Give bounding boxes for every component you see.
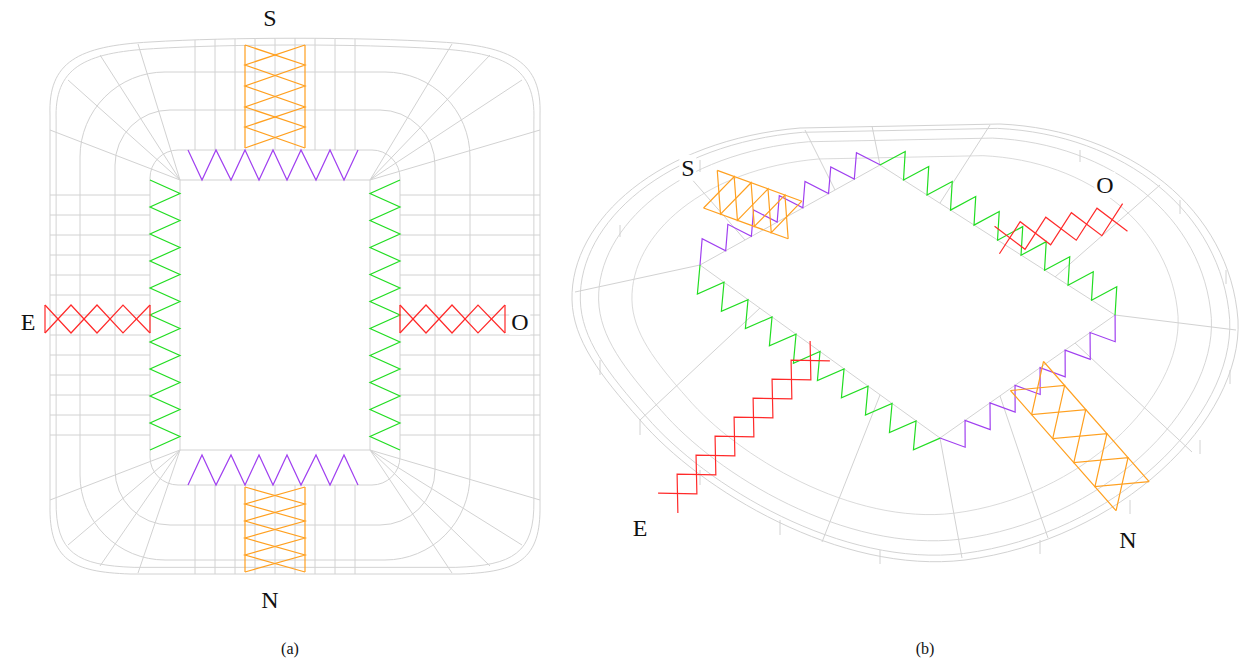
truss-members: [245, 487, 305, 572]
truss-members: [1010, 361, 1149, 510]
direction-label: E: [631, 515, 650, 541]
truss-members: [45, 305, 150, 333]
truss-members: [150, 180, 180, 450]
truss-members: [995, 204, 1128, 254]
truss-members: [245, 487, 305, 572]
truss-members: [658, 341, 830, 513]
roof-grid: [700, 165, 1115, 438]
truss-members: [370, 180, 400, 450]
roof-grid: [150, 150, 400, 485]
direction-label: S: [679, 155, 696, 181]
roof-grid: [575, 125, 1236, 558]
truss-members: [45, 305, 150, 333]
truss-members: [245, 45, 305, 148]
truss-members: [1010, 361, 1149, 510]
direction-label: S: [261, 5, 278, 31]
truss-members: [689, 146, 880, 265]
truss-members: [880, 144, 1129, 315]
truss-members: [400, 305, 505, 333]
roof-grid: [600, 150, 1230, 564]
roof-grid: [580, 128, 1230, 555]
roof-grid: [632, 156, 1178, 515]
direction-label: O: [1094, 172, 1115, 198]
truss-members: [704, 170, 802, 238]
truss-members: [995, 204, 1128, 254]
truss-members: [685, 265, 940, 458]
truss-members: [245, 45, 305, 572]
truss-members: [1010, 361, 1149, 510]
truss-members: [400, 305, 505, 333]
roof-grid: [50, 195, 540, 435]
truss-members: [704, 170, 802, 238]
truss-members: [45, 45, 505, 572]
roof-grid: [115, 110, 435, 525]
subfigure-caption: (b): [914, 640, 937, 658]
roof-grid: [572, 124, 1238, 562]
truss-members: [45, 305, 150, 333]
truss-members: [400, 305, 505, 333]
direction-label: O: [509, 309, 530, 335]
truss-members: [188, 150, 358, 180]
truss-members: [704, 170, 802, 238]
roof-grid: [50, 44, 540, 573]
direction-label: N: [1117, 527, 1138, 553]
roof-grid: [599, 138, 1212, 541]
truss-members: [245, 487, 305, 572]
roof-grid: [195, 38, 355, 574]
truss-members: [45, 305, 505, 333]
truss-members: [245, 45, 305, 148]
subfigure-caption: (a): [279, 640, 301, 658]
truss-members: [188, 455, 358, 485]
direction-label: N: [259, 587, 280, 613]
truss-members: [995, 204, 1128, 254]
truss-members: [245, 45, 305, 148]
truss-members: [658, 341, 830, 513]
truss-members: [658, 144, 1149, 513]
direction-label: E: [19, 309, 38, 335]
roof-grid: [180, 180, 370, 450]
roof-grid: [572, 124, 1238, 564]
truss-members: [704, 170, 802, 238]
truss-members: [1010, 361, 1149, 510]
truss-members: [658, 341, 830, 513]
